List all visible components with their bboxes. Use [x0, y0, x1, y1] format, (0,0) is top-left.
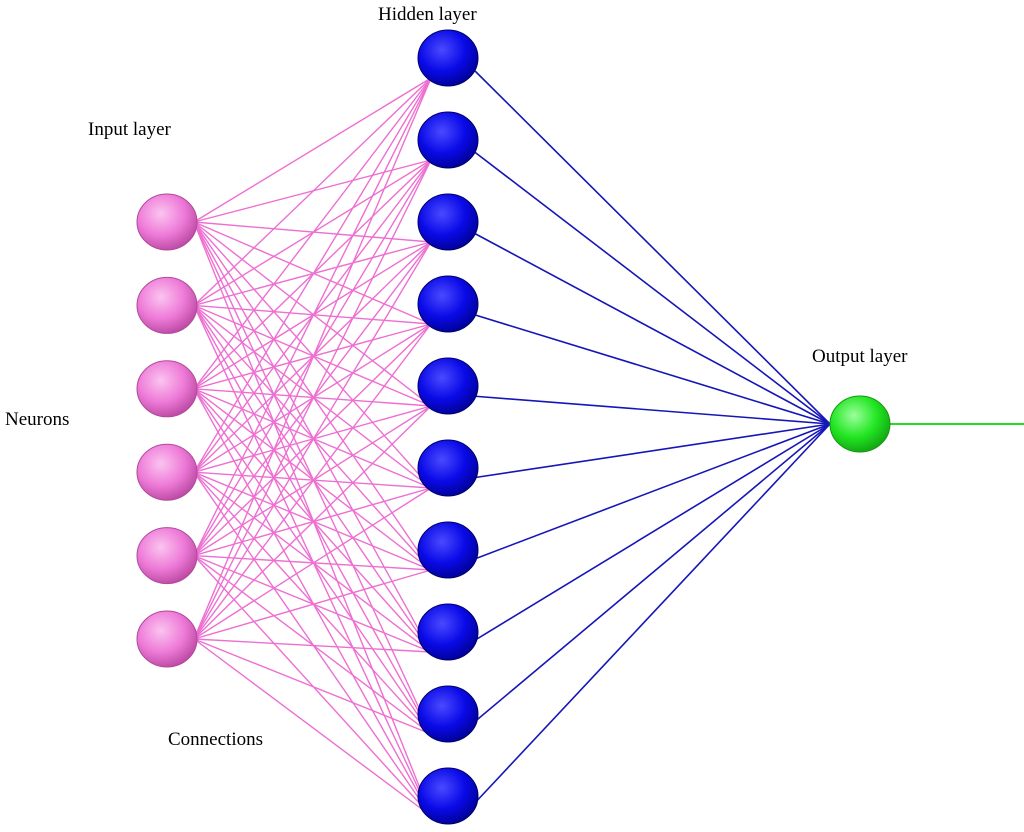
connection-input-1-hidden-1: [193, 77, 432, 223]
hidden-neuron-2: [417, 111, 479, 169]
connection-input-6-hidden-2: [193, 159, 432, 640]
connection-input-6-hidden-9: [193, 638, 432, 735]
input-layer-neurons: [136, 193, 198, 668]
connection-input-2-hidden-1: [193, 77, 432, 306]
connection-input-6-hidden-3: [193, 241, 432, 640]
hidden-neuron-6: [417, 439, 479, 497]
connection-hidden-5-output: [471, 395, 831, 425]
connection-hidden-8-output: [471, 423, 831, 643]
hidden-neuron-9: [417, 685, 479, 743]
connection-hidden-3-output: [471, 231, 831, 425]
connection-hidden-1-output: [471, 67, 831, 425]
connection-hidden-6-output: [471, 423, 831, 479]
hidden-layer-neurons: [417, 29, 479, 825]
connection-input-6-hidden-10: [193, 638, 432, 817]
connection-input-6-hidden-7: [193, 569, 432, 640]
connection-input-6-hidden-8: [193, 638, 432, 653]
hidden-neuron-7: [417, 521, 479, 579]
neurons-label: Neurons: [5, 409, 69, 430]
connection-hidden-10-output: [471, 423, 831, 807]
connections-label: Connections: [168, 729, 263, 750]
connection-input-6-hidden-4: [193, 323, 432, 640]
hidden-neuron-10: [417, 767, 479, 825]
connection-input-5-hidden-1: [193, 77, 432, 556]
connection-input-6-hidden-1: [193, 77, 432, 640]
connection-hidden-7-output: [471, 423, 831, 561]
connection-input-6-hidden-5: [193, 405, 432, 640]
connection-hidden-2-output: [471, 149, 831, 425]
input-layer-label: Input layer: [88, 119, 172, 140]
connection-input-3-hidden-1: [193, 77, 432, 390]
connection-hidden-4-output: [471, 313, 831, 425]
input-neuron-6: [136, 610, 198, 668]
connection-hidden-9-output: [471, 423, 831, 725]
input-hidden-connections: [193, 77, 432, 817]
input-neuron-4: [136, 443, 198, 501]
hidden-neuron-1: [417, 29, 479, 87]
connection-input-6-hidden-6: [193, 487, 432, 640]
output-neuron-1: [829, 395, 891, 453]
connection-input-4-hidden-1: [193, 77, 432, 473]
input-neuron-1: [136, 193, 198, 251]
input-neuron-2: [136, 276, 198, 334]
output-layer-neurons: [829, 395, 891, 453]
hidden-neuron-8: [417, 603, 479, 661]
hidden-neuron-3: [417, 193, 479, 251]
input-neuron-5: [136, 527, 198, 585]
hidden-neuron-5: [417, 357, 479, 415]
hidden-layer-label: Hidden layer: [378, 4, 477, 25]
hidden-output-connections: [471, 67, 831, 807]
input-neuron-3: [136, 360, 198, 418]
output-layer-label: Output layer: [812, 346, 908, 367]
hidden-neuron-4: [417, 275, 479, 333]
